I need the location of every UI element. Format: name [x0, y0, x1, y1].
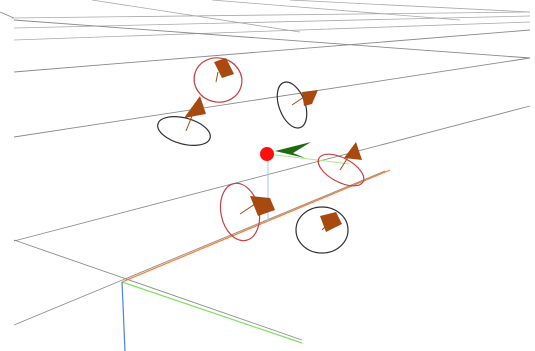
ring-active[interactable] [189, 53, 247, 108]
grid-line [13, 170, 386, 326]
camera-marker-5[interactable] [215, 180, 275, 245]
z-axis-line [121, 281, 126, 351]
gizmo-y-axis [267, 153, 351, 165]
grid-line [211, 0, 461, 21]
grid-line [13, 19, 531, 59]
camera-marker-1[interactable] [189, 53, 247, 108]
grid-line [13, 29, 531, 73]
camera-marker-icon[interactable] [250, 196, 275, 216]
camera-marker-icon[interactable] [214, 58, 234, 78]
direction-arrow-icon[interactable] [275, 142, 311, 158]
camera-marker-icon[interactable] [344, 142, 362, 160]
grid-line [13, 239, 303, 341]
x-axis-line [121, 169, 391, 283]
ring-active[interactable] [313, 148, 368, 193]
world-axes [121, 169, 391, 351]
marker-stem [291, 96, 305, 106]
transform-gizmo[interactable] [260, 142, 351, 222]
grid-line [13, 57, 531, 138]
camera-marker-6[interactable] [295, 206, 349, 254]
grid-line [11, 11, 531, 19]
marker-stem [215, 71, 219, 83]
origin-point[interactable] [260, 147, 274, 161]
ring-inactive[interactable] [295, 206, 349, 254]
grid-line [0, 11, 15, 19]
camera-marker-3[interactable] [272, 78, 318, 132]
grid-line [13, 21, 531, 41]
camera-marker-icon[interactable] [184, 96, 206, 118]
camera-marker-2[interactable] [155, 96, 214, 151]
grid-line [13, 105, 531, 242]
grid-line [13, 15, 531, 29]
camera-marker-icon[interactable] [320, 212, 342, 232]
y-axis-line [121, 281, 303, 344]
camera-marker-icon[interactable] [302, 90, 318, 106]
ground-grid [0, 0, 531, 341]
ring-inactive[interactable] [155, 111, 214, 150]
grid-line [289, 0, 531, 13]
camera-marker-4[interactable] [313, 142, 368, 192]
grid-line [91, 0, 301, 33]
